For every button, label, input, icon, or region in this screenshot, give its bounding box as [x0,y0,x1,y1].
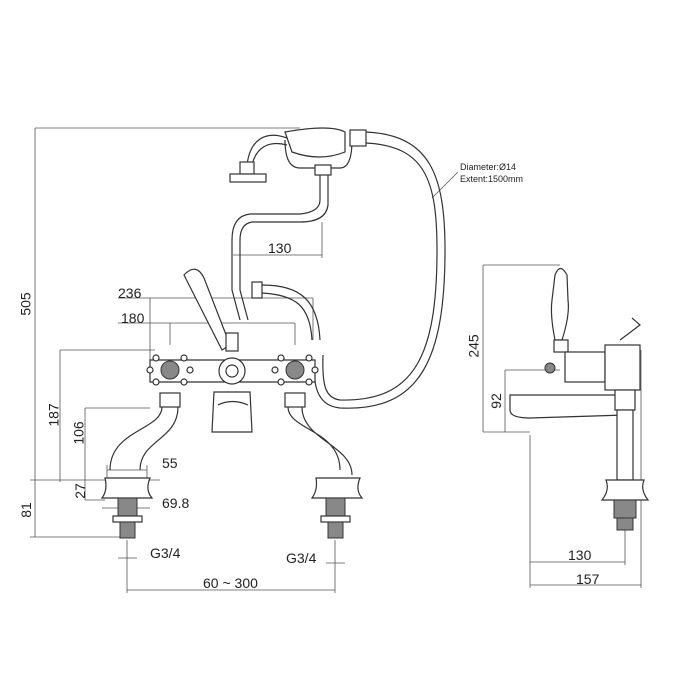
dim-thread-left: G3/4 [150,545,181,561]
dim-flange-diameter: 69.8 [162,495,190,511]
dim-base-height: 81 [17,502,34,518]
dim-handle-height: 187 [45,403,62,427]
dim-collar-width: 55 [162,455,178,471]
handset [229,127,446,409]
dim-outer-width: 236 [118,285,142,301]
dim-side-spout-height: 92 [487,393,504,409]
mixer-body [100,268,364,539]
dim-thread-right: G3/4 [286,550,317,566]
hose-extent-note: Extent:1500mm [460,174,524,184]
dim-handle-spacing: 180 [121,310,145,326]
dim-side-depth: 157 [576,571,600,587]
dim-centres-range: 60 ~ 300 [203,575,258,591]
dim-collar-height: 27 [71,483,88,499]
dimension-lines [30,127,642,593]
dim-total-height: 505 [17,292,34,316]
side-view [509,267,650,531]
hose-diameter-note: Diameter:Ø14 [460,162,517,172]
dim-side-projection: 130 [568,547,592,563]
dim-side-height: 245 [465,334,482,358]
dim-spout-height: 106 [70,421,87,445]
dim-handset-offset: 130 [268,240,292,256]
